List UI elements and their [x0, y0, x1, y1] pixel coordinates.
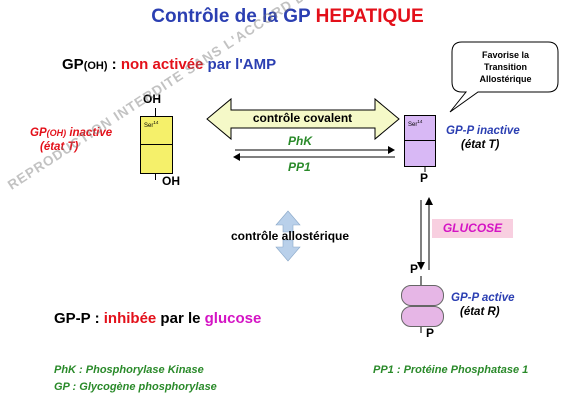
active-p-top: P	[410, 262, 419, 276]
pp1-arrowhead	[233, 153, 240, 161]
callout-line1: Favorise la	[481, 50, 530, 60]
ser-label: Ser14	[408, 119, 423, 128]
phk-arrowhead	[388, 146, 395, 154]
right-enzyme-label: GP-P inactive	[446, 125, 520, 137]
left-enzyme-label: GP(OH) inactive	[30, 127, 113, 139]
bottom-statement: GP-P : inhibée par le glucose	[54, 310, 261, 327]
gpp-label: GP-P	[54, 310, 91, 327]
box-divider	[405, 140, 435, 141]
right-enzyme-state: (état T)	[461, 139, 500, 151]
header-statement: GP(OH) : non activée par l'AMP	[62, 56, 276, 73]
active-enzyme-state: (état R)	[460, 306, 500, 318]
covalent-double-arrow	[206, 97, 400, 141]
covalent-label: contrôle covalent	[252, 111, 353, 125]
up-arrowhead	[425, 197, 433, 205]
active-enzyme-label: GP-P active	[451, 292, 515, 304]
active-enzyme-top-lobe	[401, 285, 444, 306]
inhibee-text: inhibée	[103, 310, 157, 327]
box-divider	[141, 144, 172, 145]
oh-top-bond	[155, 108, 156, 116]
allosteric-arrow-down	[275, 239, 301, 262]
active-p-bottom: P	[426, 326, 435, 340]
title-part2: HEPATIQUE	[315, 6, 424, 27]
oh-bottom-bond	[155, 173, 156, 180]
active-enzyme-bottom-lobe	[401, 306, 444, 327]
footer-pp1: PP1 : Protéine Phosphatase 1	[373, 364, 529, 376]
title-part1: Contrôle de la GP	[151, 6, 316, 27]
oh-subscript: (OH)	[83, 60, 108, 72]
separator: :	[107, 56, 121, 73]
gp-label: GP	[62, 56, 84, 73]
ser-label: Ser14	[144, 120, 159, 129]
glucose-box: GLUCOSE	[432, 219, 513, 238]
right-enzyme-box: Ser14	[404, 115, 436, 167]
left-enzyme-state: (état T)	[40, 141, 79, 153]
non-activee-text: non activée	[120, 56, 204, 73]
left-oh-bottom: OH	[162, 174, 180, 188]
down-arrowhead	[417, 262, 425, 270]
pp1-label: PP1	[288, 160, 311, 174]
allosteric-arrow-up	[275, 210, 301, 233]
glucose-text: glucose	[204, 310, 262, 327]
phk-label: PhK	[288, 134, 312, 148]
left-oh-top: OH	[143, 92, 161, 106]
callout-line2: Transition	[483, 62, 527, 72]
page-title: Contrôle de la GP HEPATIQUE	[0, 6, 575, 28]
par-le-text: par le	[156, 310, 205, 327]
separator: :	[90, 310, 104, 327]
right-p-bottom: P	[420, 171, 429, 185]
callout-line3: Allostérique	[479, 74, 532, 84]
par-amp-text: par l'AMP	[203, 56, 277, 73]
allosteric-label: contrôle allostérique	[231, 229, 350, 243]
callout-text: Favorise la Transition Allostérique	[453, 49, 558, 85]
callout-bubble	[449, 41, 559, 113]
left-enzyme-box: Ser14	[140, 116, 173, 174]
footer-phk: PhK : Phosphorylase Kinase	[54, 364, 204, 376]
footer-gp: GP : Glycogène phosphorylase	[54, 381, 217, 393]
